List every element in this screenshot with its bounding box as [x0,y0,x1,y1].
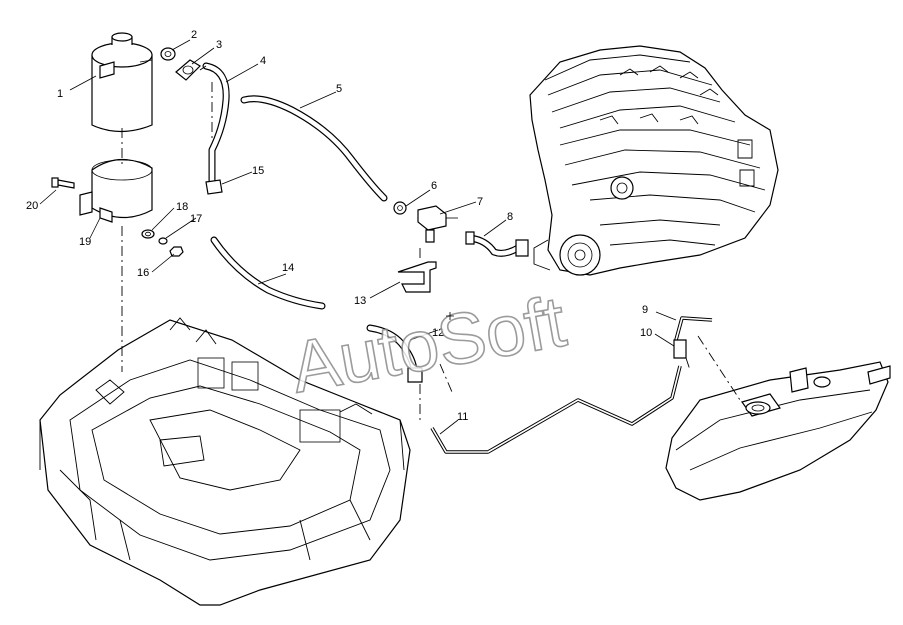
callout-11: 11 [457,411,468,423]
vehicle-body-frame [39,317,411,606]
callout-15: 15 [252,165,264,177]
connector-15 [205,179,223,195]
clamp-3 [175,59,201,81]
bracket-13 [397,261,437,293]
center-marker-icon [446,312,454,320]
callout-17: 17 [190,213,202,225]
callout-4: 4 [260,55,266,67]
callout-12: 12 [432,327,444,339]
callout-3: 3 [216,39,222,51]
washer-17 [158,237,168,245]
callout-16: 16 [137,267,149,279]
callout-19: 19 [79,236,91,248]
callout-2: 2 [191,29,197,41]
callout-10: 10 [640,327,652,339]
callout-8: 8 [507,211,513,223]
callout-5: 5 [336,83,342,95]
callout-7: 7 [477,196,483,208]
watermark: AutoSoft [285,282,571,409]
callout-18: 18 [176,201,188,213]
engine-assembly [529,45,779,276]
clip-6 [393,201,407,215]
callout-9: 9 [642,304,648,316]
callout-14: 14 [282,262,294,274]
fuel-tank [665,361,891,501]
canister-bracket [79,158,153,223]
nut-16 [169,246,184,257]
callout-6: 6 [431,180,437,192]
purge-valve-7 [417,205,458,243]
grommet-2 [160,47,176,61]
callout-13: 13 [354,295,366,307]
charcoal-canister [91,32,153,133]
bolt-20 [51,177,75,189]
washer-18 [141,229,155,239]
callout-20: 20 [26,200,38,212]
callout-1: 1 [57,88,63,100]
